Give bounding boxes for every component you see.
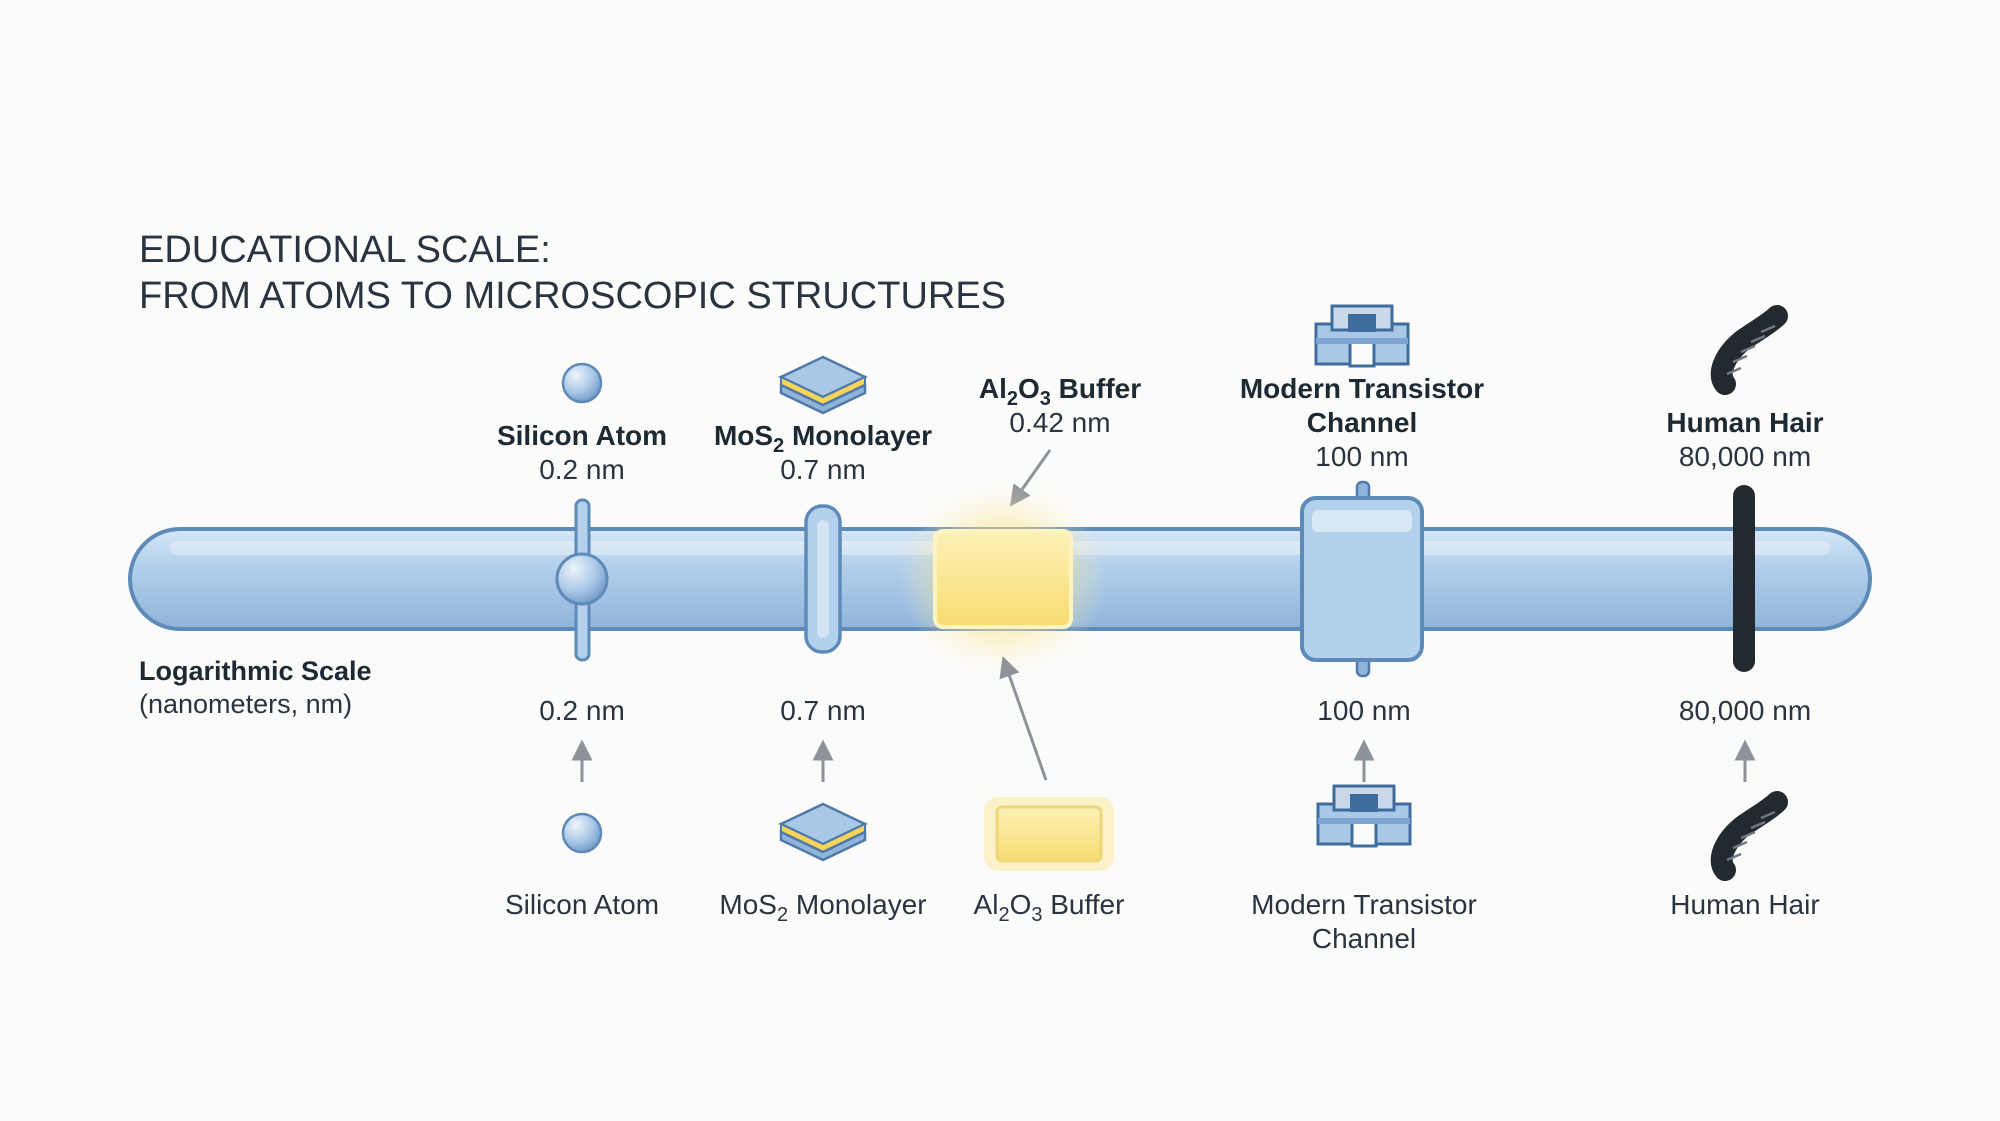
silicon-atom-bottom-icon bbox=[561, 812, 603, 854]
hair-marker bbox=[1733, 485, 1755, 672]
al2o3-bottom-icon bbox=[984, 797, 1114, 871]
hair-label-top: Human Hair bbox=[1666, 407, 1823, 438]
mos2-value-top: 0.7 nm bbox=[780, 454, 866, 485]
transistor-top-icon bbox=[1314, 304, 1410, 368]
mos2-top-icon bbox=[778, 355, 868, 415]
hair-label-bottom: Human Hair bbox=[1670, 889, 1819, 920]
silicon-atom-value-bottom: 0.2 nm bbox=[539, 695, 625, 726]
al2o3-label-top: Al2O3 Buffer bbox=[979, 373, 1141, 410]
transistor-label-top-1: Modern Transistor bbox=[1240, 373, 1484, 404]
al2o3-label-bottom: Al2O3 Buffer bbox=[974, 889, 1125, 926]
hair-value-top: 80,000 nm bbox=[1679, 441, 1811, 472]
silicon-atom-label-top: Silicon Atom bbox=[497, 420, 667, 451]
scale-label-title: Logarithmic Scale bbox=[139, 656, 372, 686]
transistor-marker bbox=[1300, 480, 1424, 678]
hair-bottom-icon bbox=[1710, 791, 1788, 881]
mos2-marker bbox=[804, 504, 842, 654]
al2o3-bottom-arrow bbox=[999, 656, 1048, 781]
transistor-value-top: 100 nm bbox=[1315, 441, 1408, 472]
mos2-label-top: MoS2 Monolayer bbox=[714, 420, 932, 457]
silicon-atom-value-top: 0.2 nm bbox=[539, 454, 625, 485]
al2o3-value-top: 0.42 nm bbox=[1009, 407, 1110, 438]
transistor-value-bottom: 100 nm bbox=[1317, 695, 1410, 726]
transistor-bottom-icon bbox=[1316, 784, 1412, 848]
transistor-label-top-2: Channel bbox=[1307, 407, 1417, 438]
title-line-1: EDUCATIONAL SCALE: bbox=[139, 229, 551, 271]
mos2-value-bottom: 0.7 nm bbox=[780, 695, 866, 726]
transistor-label-bottom-1: Modern Transistor bbox=[1251, 889, 1477, 920]
silicon-atom-marker bbox=[555, 498, 609, 662]
al2o3-marker bbox=[898, 484, 1108, 674]
title-line-2: FROM ATOMS TO MICROSCOPIC STRUCTURES bbox=[139, 275, 1006, 317]
silicon-atom-label-bottom: Silicon Atom bbox=[505, 889, 659, 920]
mos2-bottom-icon bbox=[778, 802, 868, 862]
silicon-atom-top-icon bbox=[561, 362, 603, 404]
scale-label-subtitle: (nanometers, nm) bbox=[139, 689, 352, 719]
mos2-label-bottom: MoS2 Monolayer bbox=[719, 889, 926, 926]
hair-value-bottom: 80,000 nm bbox=[1679, 695, 1811, 726]
transistor-label-bottom-2: Channel bbox=[1312, 923, 1416, 954]
hair-top-icon bbox=[1710, 305, 1788, 395]
